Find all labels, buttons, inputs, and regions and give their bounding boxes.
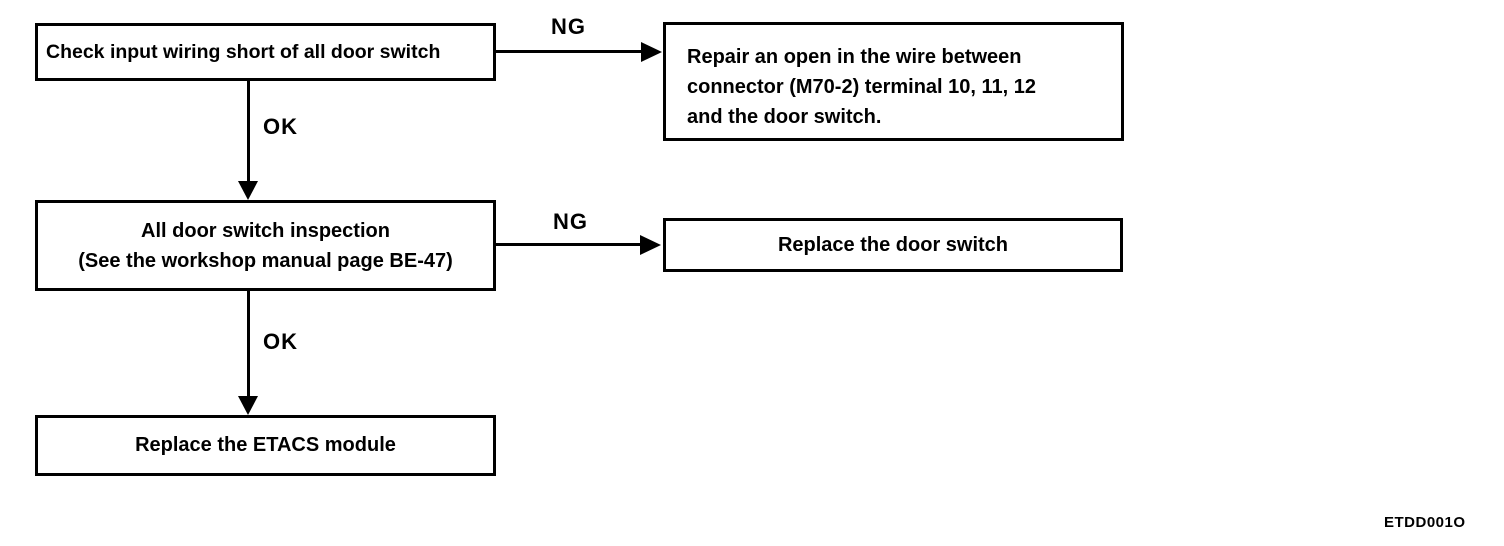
edge-ok-2-connector [247, 290, 250, 397]
document-code: ETDD001O [1384, 514, 1466, 531]
arrowhead-right-icon [641, 42, 662, 62]
edge-label-ok-1: OK [263, 114, 298, 139]
node-repair-open-wire-line2: connector (M70-2) terminal 10, 11, 12 [687, 76, 1037, 98]
node-repair-open-wire: Repair an open in the wire between conne… [663, 22, 1124, 141]
node-replace-etacs-module-label: Replace the ETACS module [135, 434, 396, 456]
node-repair-open-wire-line1: Repair an open in the wire between [687, 46, 1022, 68]
edge-label-ng-1: NG [551, 14, 586, 39]
node-replace-door-switch-label: Replace the door switch [777, 233, 1009, 256]
edge-ng-2-connector [496, 243, 642, 246]
node-door-switch-inspection-line2: (See the workshop manual page BE-47) [78, 249, 453, 272]
node-door-switch-inspection-line1: All door switch inspection [141, 219, 390, 242]
arrowhead-right-icon [640, 235, 661, 255]
node-check-input-wiring-label: Check input wiring short of all door swi… [46, 40, 441, 63]
arrowhead-down-icon [238, 181, 258, 200]
node-door-switch-inspection: All door switch inspection (See the work… [35, 200, 496, 291]
node-replace-door-switch: Replace the door switch [663, 218, 1123, 272]
arrowhead-down-icon [238, 396, 258, 415]
edge-label-ng-2: NG [553, 209, 588, 234]
node-replace-etacs-module: Replace the ETACS module [35, 415, 496, 476]
node-repair-open-wire-line3: and the door switch. [687, 106, 882, 128]
edge-ng-1-connector [496, 50, 643, 53]
node-check-input-wiring: Check input wiring short of all door swi… [35, 23, 496, 81]
edge-ok-1-connector [247, 80, 250, 183]
edge-label-ok-2: OK [263, 329, 298, 354]
